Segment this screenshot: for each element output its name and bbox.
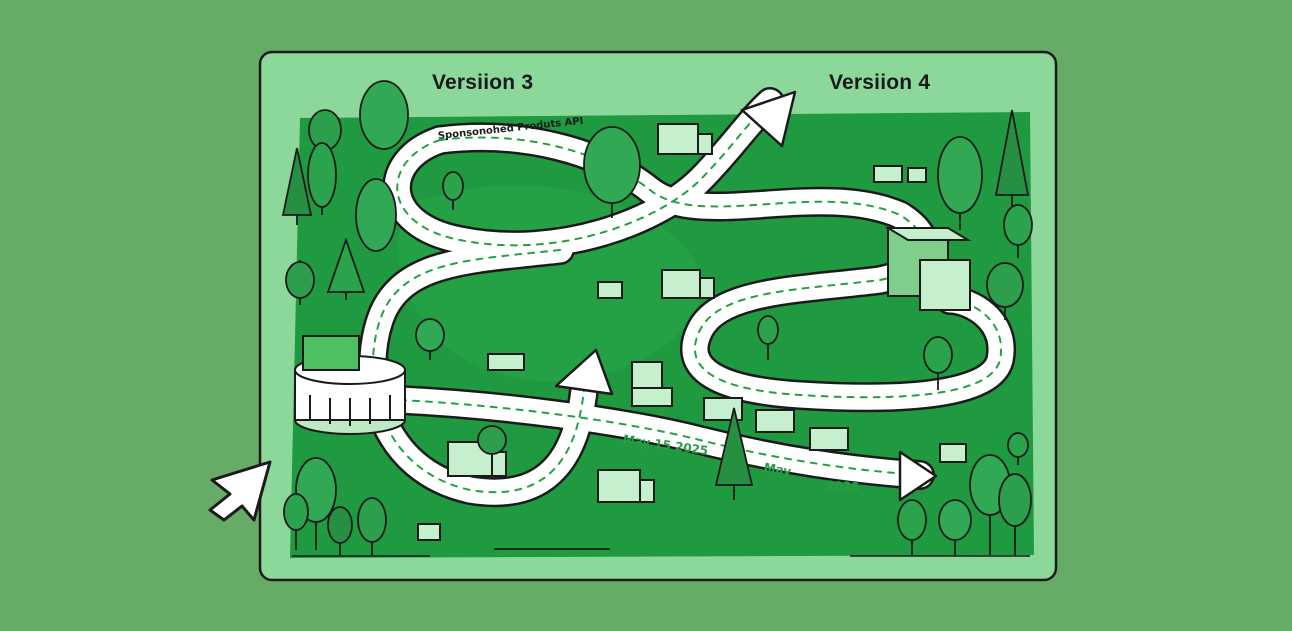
- tree-icon: [714, 407, 754, 500]
- tree-icon: [442, 171, 464, 210]
- tree-icon: [923, 336, 953, 390]
- building-icon: [884, 227, 972, 311]
- tree-icon: [285, 260, 315, 305]
- tree-icon: [283, 493, 309, 550]
- tree-icon: [757, 315, 779, 360]
- date-label-second-year: 2025: [825, 478, 860, 495]
- tree-icon: [938, 499, 972, 555]
- trees: [281, 80, 1033, 555]
- tree-icon: [355, 178, 397, 252]
- tree-icon: [1003, 204, 1033, 258]
- tree-icon: [986, 262, 1024, 320]
- building-icon: [294, 335, 406, 435]
- tree-icon: [897, 499, 927, 555]
- tree-icon: [994, 109, 1030, 210]
- road-dash-s: [439, 136, 1003, 399]
- tree-icon: [327, 506, 353, 555]
- tree-icon: [281, 147, 313, 225]
- road-bottom: [387, 387, 933, 488]
- tree-icon: [415, 318, 445, 360]
- road-dash-lower: [371, 249, 586, 493]
- cursor-arrow-icon: [208, 460, 272, 522]
- road-arrow-icon: [740, 90, 797, 148]
- tree-icon: [998, 473, 1032, 555]
- road-dash-upper: [396, 101, 771, 247]
- box-icon: [417, 165, 967, 541]
- road-arrow-icon: [554, 348, 614, 396]
- version-3-label: Versiion 3: [432, 71, 534, 94]
- road-arrow-icon: [898, 450, 938, 502]
- tree-icon: [583, 126, 641, 218]
- tree-icon: [937, 136, 983, 230]
- tree-icon: [357, 497, 387, 555]
- tree-icon: [326, 237, 366, 300]
- tree-icon: [1007, 432, 1029, 465]
- tree-icon: [359, 80, 409, 150]
- tree-icon: [307, 142, 337, 215]
- tree-icon: [477, 425, 507, 470]
- version-4-label: Versiion 4: [829, 71, 931, 94]
